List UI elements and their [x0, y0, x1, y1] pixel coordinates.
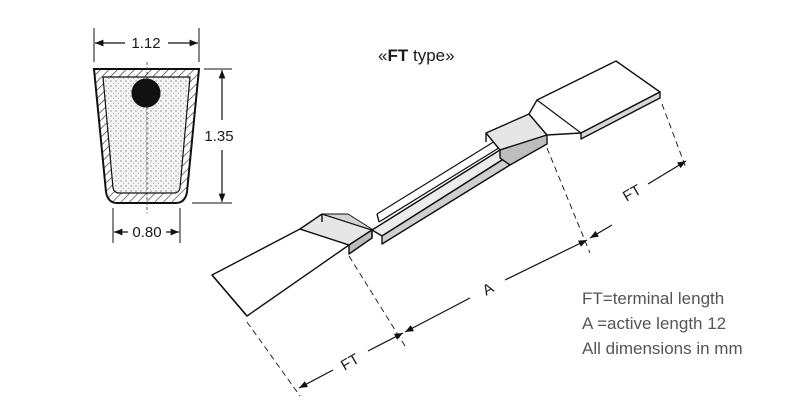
diagram-title: «FT type» — [378, 46, 455, 65]
legend-line-units: All dimensions in mm — [582, 339, 743, 358]
wire-dot — [132, 79, 160, 107]
left-terminal — [211, 228, 350, 317]
strain-gauge-strip — [211, 60, 661, 317]
height-label: 1.35 — [204, 128, 233, 145]
bottom-width-label: 0.80 — [132, 224, 161, 241]
legend-line-active: A =active length 12 — [582, 314, 727, 333]
right-terminal — [528, 60, 661, 136]
cross-section: 1.12 1.35 0.80 — [92, 28, 234, 243]
active-label: A — [480, 280, 497, 300]
strip-dimensions: FT A FT — [246, 103, 687, 397]
ft-right-label: FT — [620, 181, 644, 205]
top-width-label: 1.12 — [131, 35, 160, 52]
legend-line-ft: FT=terminal length — [582, 289, 725, 308]
cross-section-core — [102, 76, 191, 194]
ft-left-label: FT — [338, 350, 362, 374]
legend: FT=terminal length A =active length 12 A… — [582, 286, 802, 361]
active-rod-top — [371, 149, 511, 237]
